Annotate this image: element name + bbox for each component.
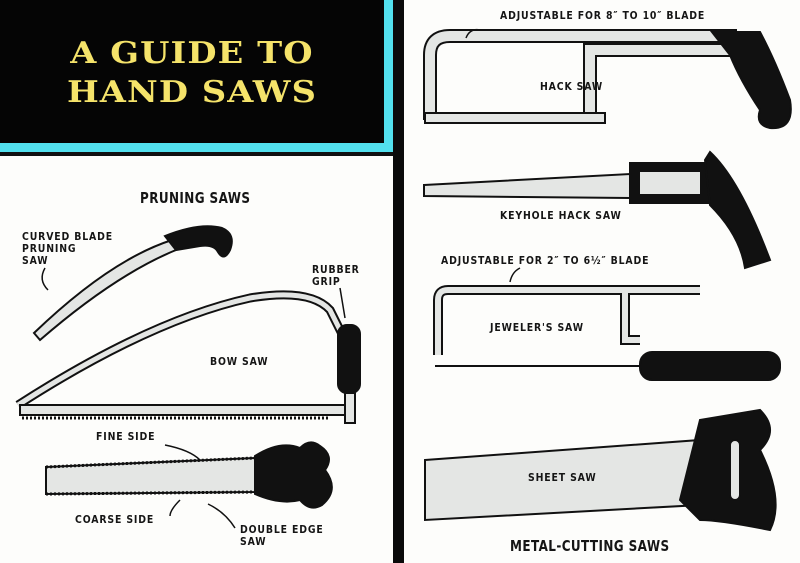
curved-blade-label-3: SAW <box>22 254 49 267</box>
keyhole-hack-saw-label: KEYHOLE HACK SAW <box>500 209 622 222</box>
metal-cutting-saws-heading: METAL-CUTTING SAWS <box>510 537 670 555</box>
double-edge-label-1: DOUBLE EDGE <box>240 523 324 536</box>
banner-shadow <box>0 152 398 156</box>
fine-side-label: FINE SIDE <box>96 430 156 443</box>
column-divider <box>393 0 404 563</box>
sheet-saw-label: SHEET SAW <box>528 471 597 484</box>
pruning-saws-heading: PRUNING SAWS <box>140 189 251 207</box>
double-edge-saw-illustration <box>45 441 333 529</box>
double-edge-label-2: SAW <box>240 535 267 548</box>
title-line-1: A GUIDE TO <box>70 36 314 71</box>
rubber-grip-label-1: RUBBER <box>312 263 360 276</box>
keyhole-hack-saw-illustration <box>423 150 772 270</box>
rubber-grip-label-2: GRIP <box>312 275 341 288</box>
title-line-2: HAND SAWS <box>66 75 318 110</box>
curved-pruning-saw-illustration <box>32 225 233 342</box>
sheet-saw-illustration <box>424 408 777 532</box>
title-banner: A GUIDE TO HAND SAWS <box>0 0 393 152</box>
jewelers-saw-label: JEWELER'S SAW <box>490 321 584 334</box>
bow-saw-illustration <box>15 287 361 424</box>
hack-saw-adjust-label: ADJUSTABLE FOR 8″ TO 10″ BLADE <box>500 9 706 22</box>
hack-saw-label: HACK SAW <box>540 80 604 93</box>
jeweler-adjust-label: ADJUSTABLE FOR 2″ TO 6½″ BLADE <box>441 254 650 267</box>
curved-blade-label-2: PRUNING <box>22 242 77 255</box>
hack-saw-illustration <box>423 28 792 130</box>
coarse-side-label: COARSE SIDE <box>75 513 155 526</box>
jewelers-saw-illustration <box>433 267 781 381</box>
curved-blade-label-1: CURVED BLADE <box>22 230 113 243</box>
bow-saw-label: BOW SAW <box>210 355 269 368</box>
